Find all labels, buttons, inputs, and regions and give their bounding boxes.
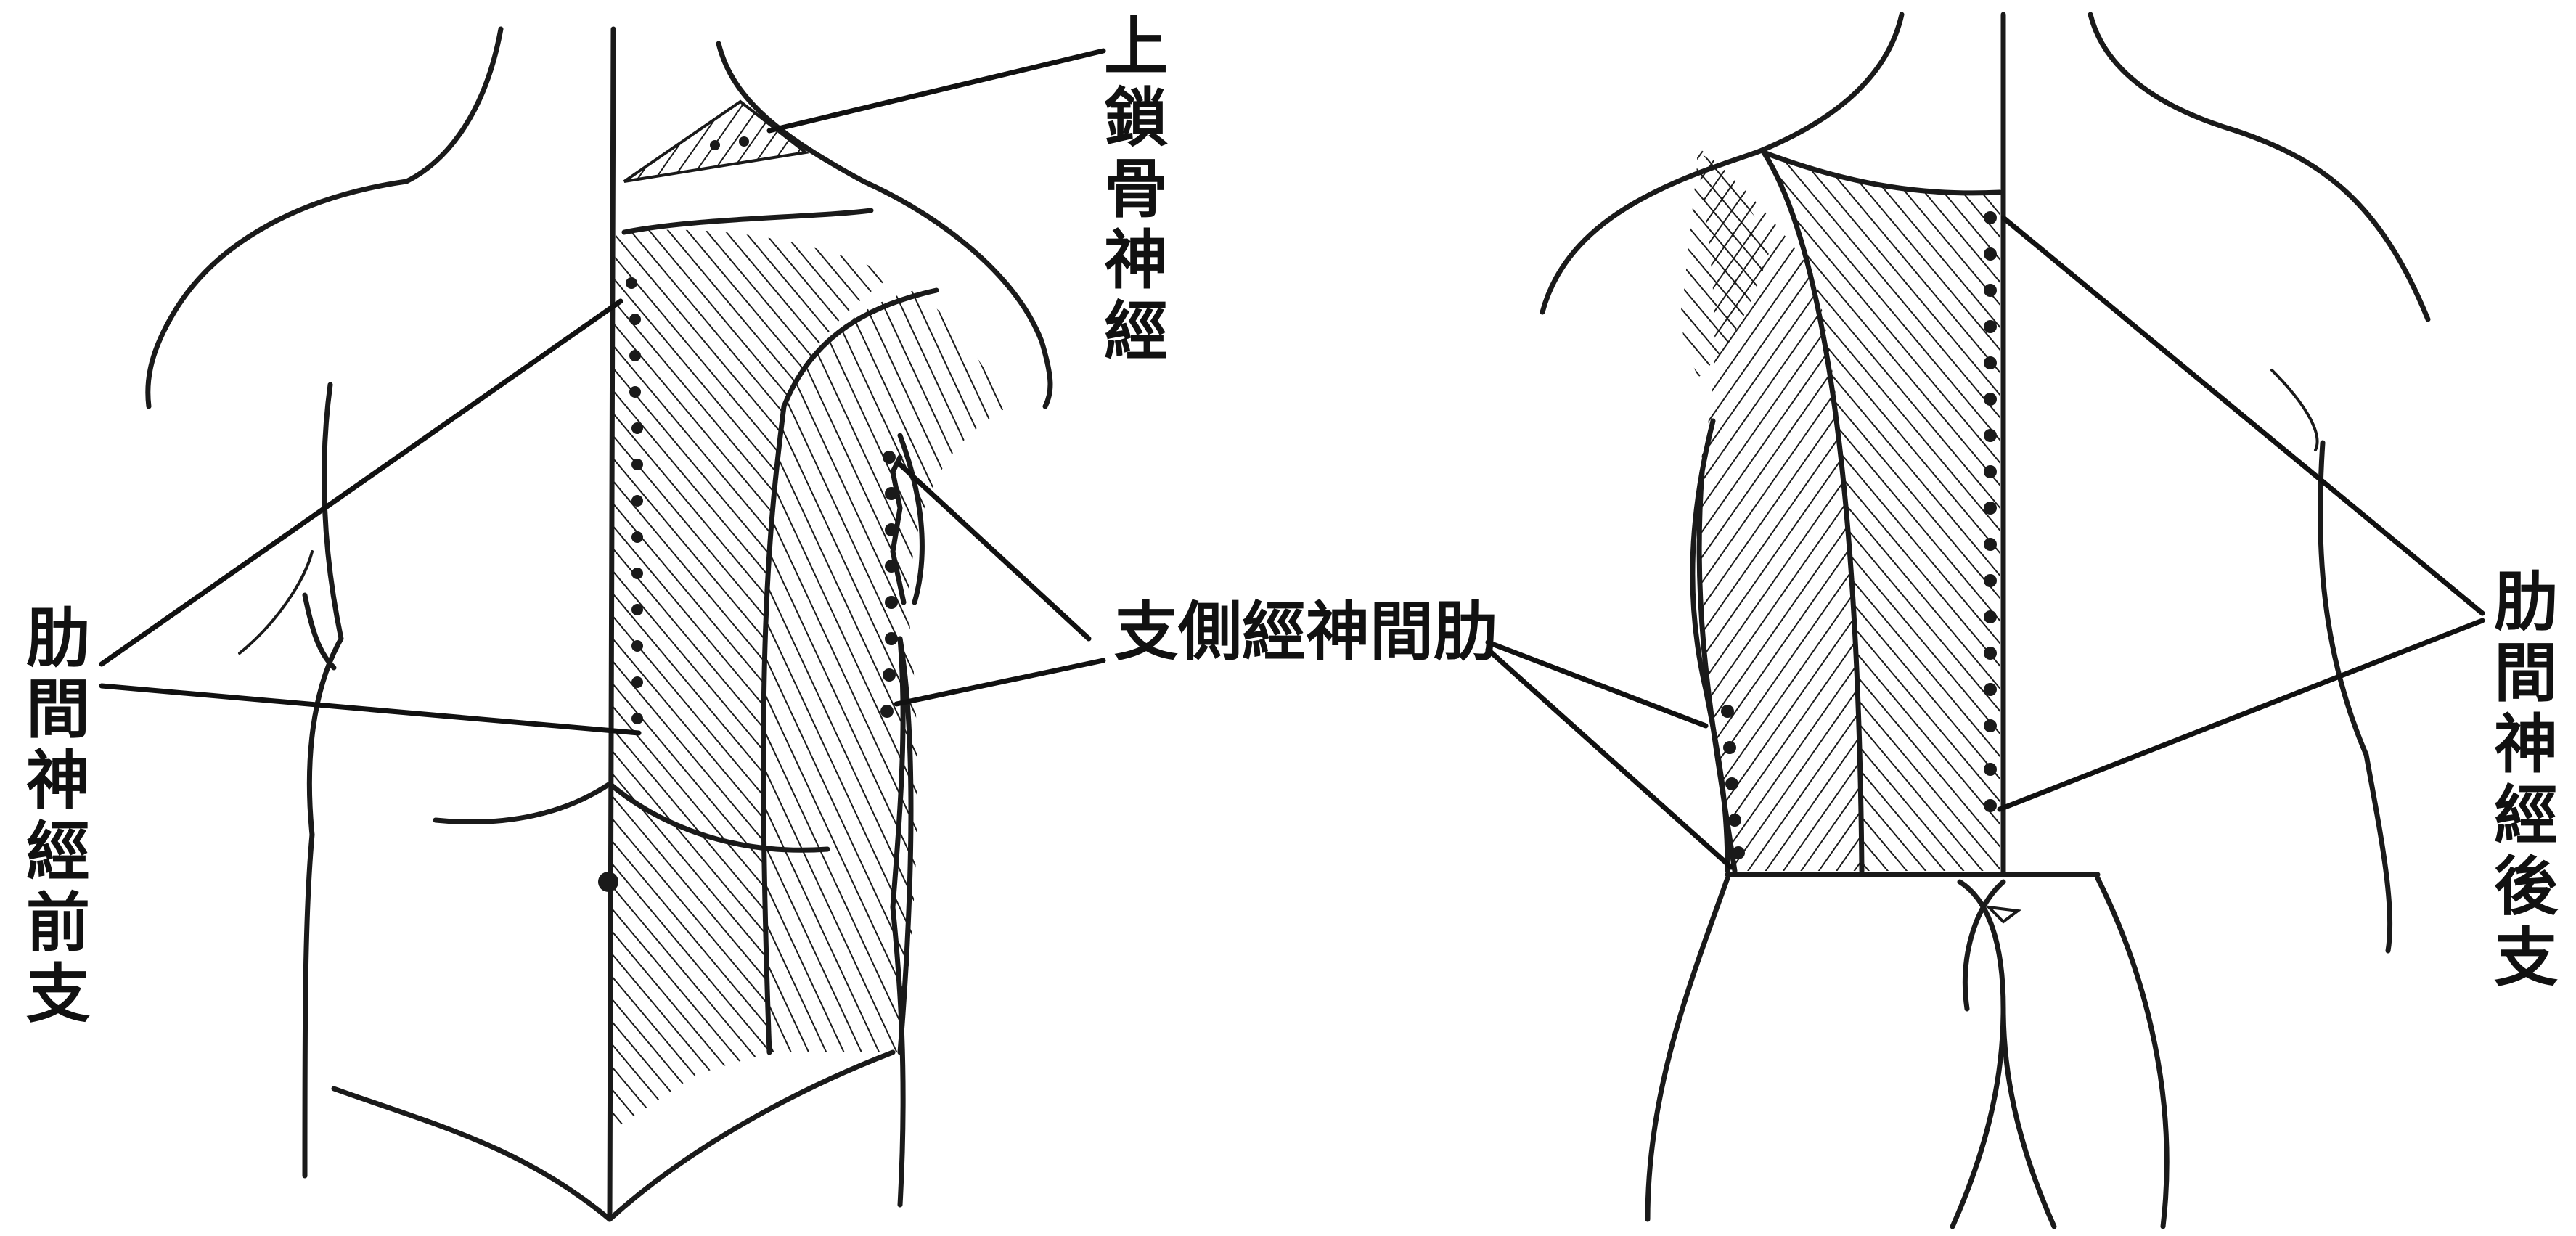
anterior-leader-2	[102, 686, 639, 733]
back-torso-figure	[1488, 15, 2482, 1227]
label-intercostal-lateral-branch: 支側經神間肋	[1114, 595, 1497, 668]
lateral-leader-front-2	[896, 660, 1103, 704]
lateral-leader-back-2	[1488, 650, 1731, 867]
lateral-leader-front-1	[900, 464, 1089, 639]
lateral-leader-back-1	[1488, 642, 1706, 726]
label-intercostal-posterior-branch: 肋間神經後支	[2490, 566, 2562, 993]
supraclavicular-leader	[769, 51, 1103, 131]
anterior-leader-1	[102, 301, 621, 664]
label-intercostal-anterior-branch: 肋間神經前支	[22, 602, 94, 1029]
label-supraclavicular-nerve: 上鎖骨神經	[1100, 11, 1172, 367]
front-torso-figure	[102, 29, 1103, 1219]
posterior-leader-2	[2000, 621, 2482, 809]
